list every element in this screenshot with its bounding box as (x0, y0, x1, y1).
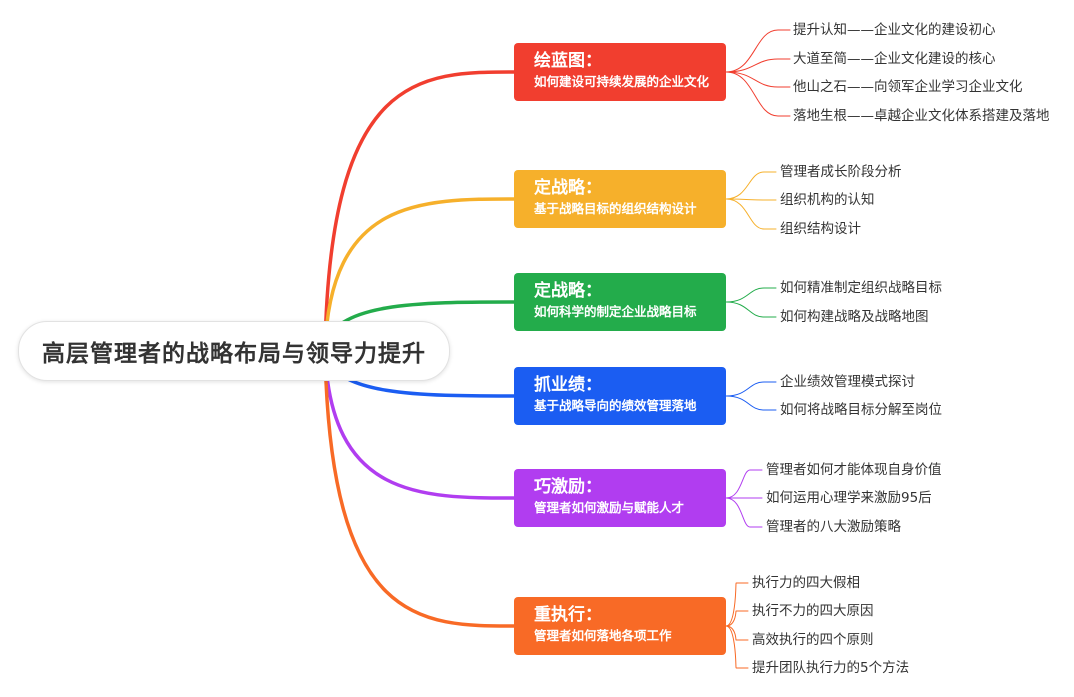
leaf-connector (725, 395, 777, 411)
branch-node-blueprint: 绘蓝图： 如何建设可持续发展的企业文化 (514, 43, 726, 101)
leaf-item: 组织结构设计 (780, 221, 861, 237)
leaf-connector (725, 71, 791, 117)
leaf-item: 如何构建战略及战略地图 (780, 309, 929, 325)
leaf-item: 如何运用心理学来激励95后 (766, 490, 932, 506)
branch-subtitle: 如何科学的制定企业战略目标 (534, 304, 697, 319)
branch-connector (323, 70, 516, 352)
branch-title: 绘蓝图： (534, 51, 602, 71)
leaf-connector (725, 287, 777, 303)
leaf-item: 管理者成长阶段分析 (780, 164, 902, 180)
leaf-connector (725, 582, 749, 627)
branch-node-performance: 抓业绩： 基于战略导向的绩效管理落地 (514, 367, 726, 425)
leaf-item: 执行不力的四大原因 (752, 603, 874, 619)
branch-connector (323, 197, 516, 352)
leaf-item: 如何精准制定组织战略目标 (780, 280, 942, 296)
branch-node-strategy-goals: 定战略： 如何科学的制定企业战略目标 (514, 273, 726, 331)
leaf-item: 提升团队执行力的5个方法 (752, 660, 910, 676)
leaf-item: 他山之石——向领军企业学习企业文化 (793, 79, 1023, 95)
branch-title: 定战略： (534, 281, 602, 301)
leaf-item: 组织机构的认知 (780, 192, 875, 208)
leaf-connector (725, 625, 749, 669)
branch-subtitle: 基于战略目标的组织结构设计 (534, 201, 697, 216)
leaf-item: 执行力的四大假相 (752, 575, 860, 591)
leaf-connector (725, 29, 791, 73)
leaf-connector (725, 71, 791, 88)
branch-title: 巧激励： (534, 477, 602, 497)
leaf-item: 管理者如何才能体现自身价值 (766, 462, 942, 478)
leaf-connector (725, 198, 777, 201)
leaf-item: 管理者的八大激励策略 (766, 519, 901, 535)
leaf-item: 大道至简——企业文化建设的核心 (793, 51, 996, 67)
branch-subtitle: 如何建设可持续发展的企业文化 (534, 74, 710, 89)
branch-node-strategy-org: 定战略： 基于战略目标的组织结构设计 (514, 170, 726, 228)
branch-subtitle: 基于战略导向的绩效管理落地 (534, 398, 697, 413)
leaf-item: 如何将战略目标分解至岗位 (780, 402, 942, 418)
leaf-item: 企业绩效管理模式探讨 (780, 374, 915, 390)
leaf-item: 高效执行的四个原则 (752, 632, 874, 648)
branch-subtitle: 管理者如何激励与赋能人才 (534, 500, 685, 515)
branch-title: 定战略： (534, 178, 602, 198)
branch-node-execution: 重执行： 管理者如何落地各项工作 (514, 597, 726, 655)
leaf-connector (725, 171, 777, 200)
leaf-connector (725, 58, 791, 73)
branch-node-motivation: 巧激励： 管理者如何激励与赋能人才 (514, 469, 726, 527)
leaf-connector (725, 198, 777, 230)
leaf-connector (725, 301, 777, 318)
branch-title: 抓业绩： (534, 375, 602, 395)
branch-connector (323, 348, 516, 500)
branch-connector (323, 348, 516, 628)
root-topic: 高层管理者的战略布局与领导力提升 (18, 321, 450, 381)
leaf-connector (725, 497, 763, 528)
branch-subtitle: 管理者如何落地各项工作 (534, 628, 672, 643)
leaf-item: 提升认知——企业文化的建设初心 (793, 22, 996, 38)
leaf-connector (725, 469, 763, 499)
leaf-item: 落地生根——卓越企业文化体系搭建及落地 (793, 108, 1050, 124)
leaf-connector (725, 610, 749, 627)
branch-title: 重执行： (534, 605, 602, 625)
leaf-connector (725, 381, 777, 397)
